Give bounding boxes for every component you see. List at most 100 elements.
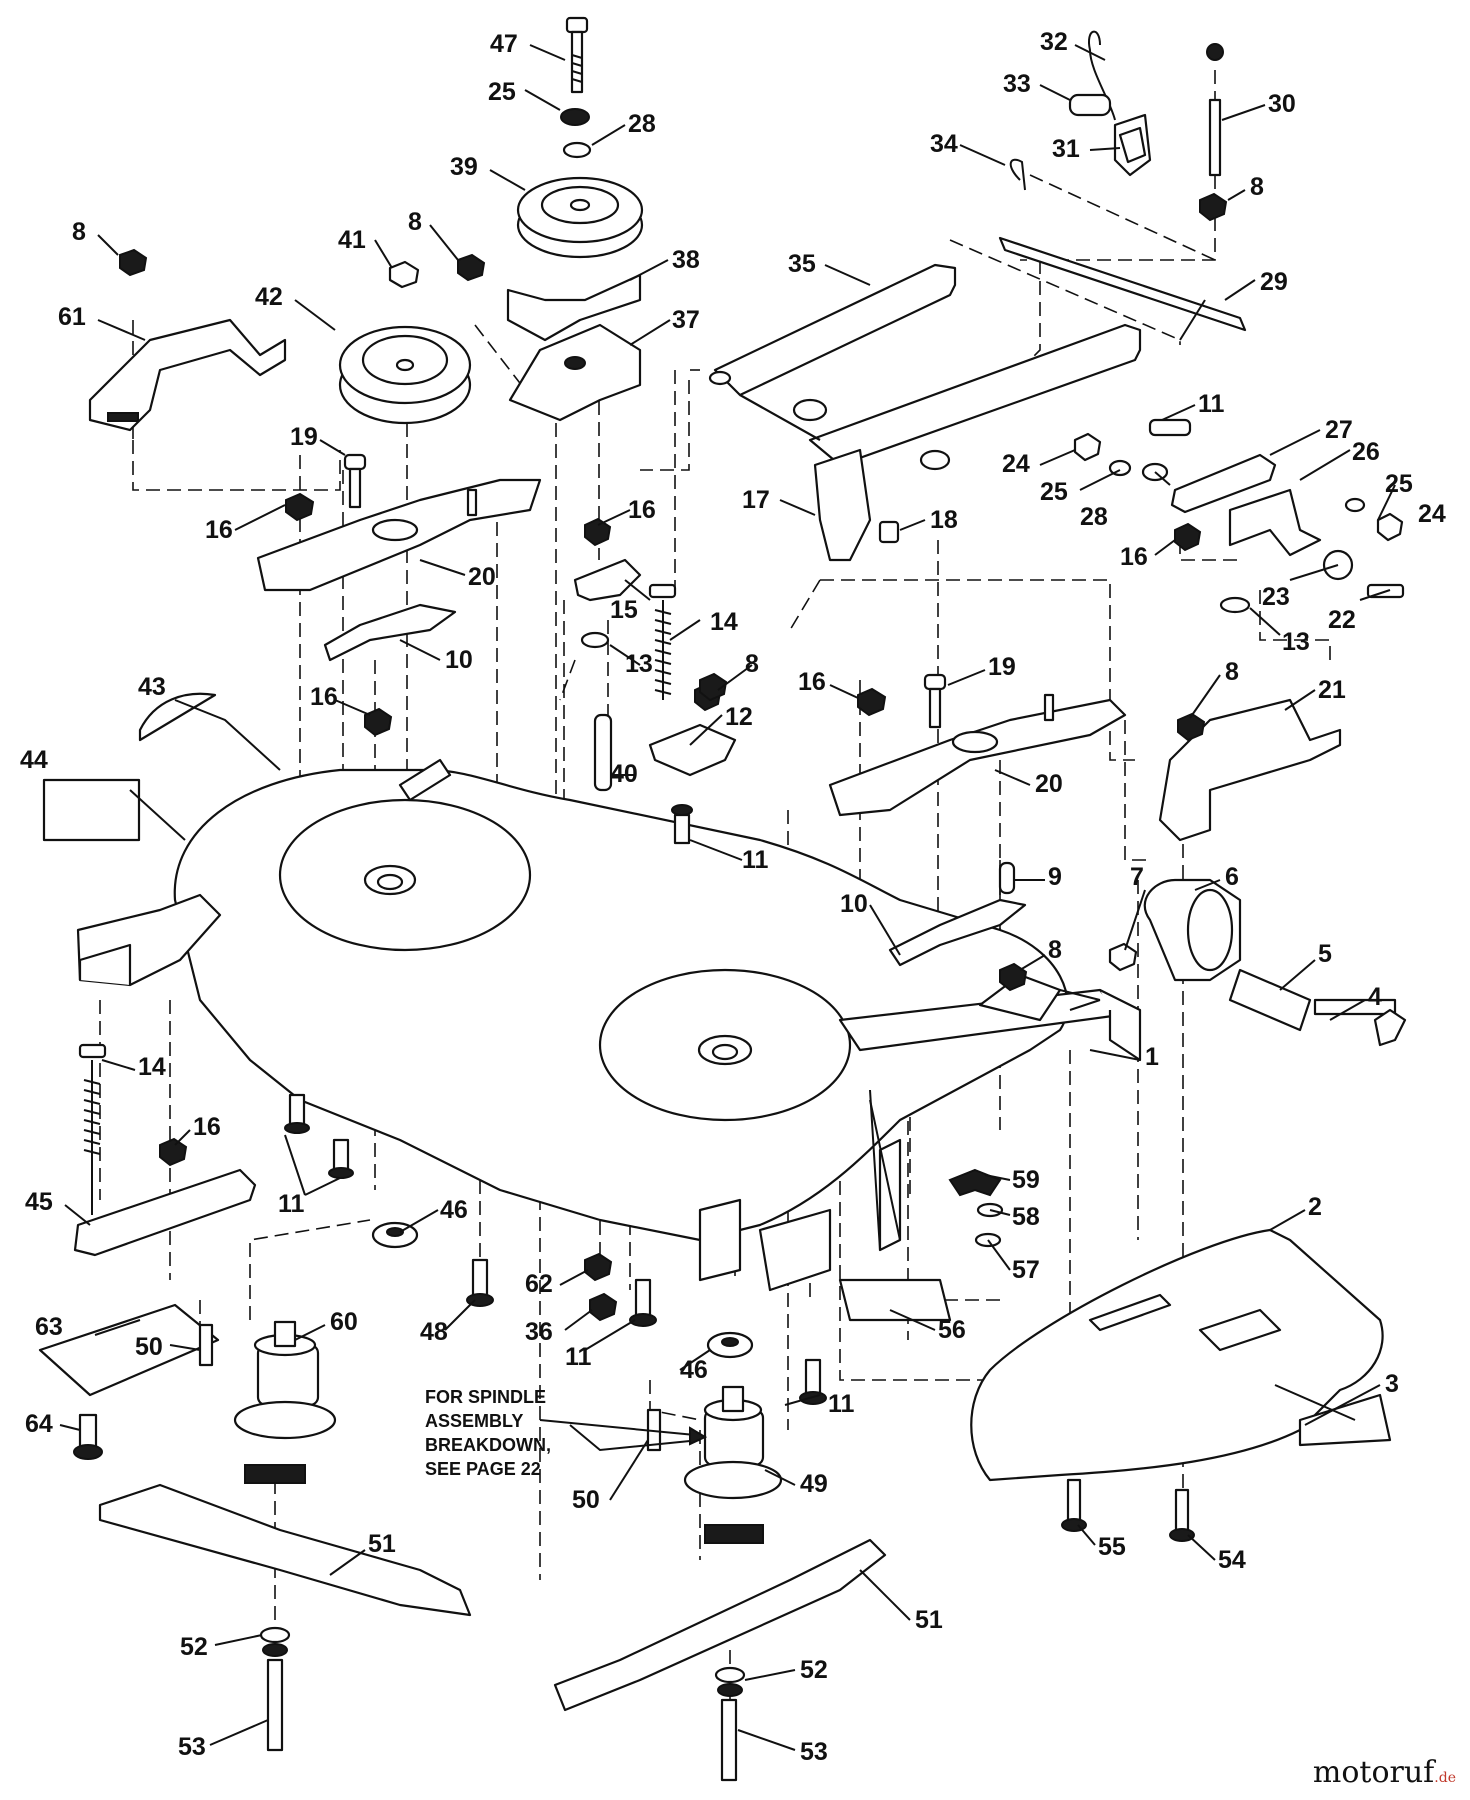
- bracket-15: [573, 517, 642, 602]
- callout-16: 16: [628, 496, 656, 524]
- callout-51: 51: [915, 1606, 943, 1634]
- linkage-35: [708, 263, 1142, 471]
- callout-leader-lines: [59, 44, 1396, 1751]
- callout-9: 9: [1048, 863, 1062, 891]
- callout-13: 13: [1282, 628, 1310, 656]
- callout-40: 40: [610, 760, 638, 788]
- callout-21: 21: [1318, 676, 1346, 704]
- callout-63: 63: [35, 1313, 63, 1341]
- bolt-19-left: [343, 453, 367, 509]
- callout-64: 64: [25, 1410, 53, 1438]
- callout-58: 58: [1012, 1203, 1040, 1231]
- watermark-logo: motoruf.de: [1313, 1755, 1456, 1790]
- callout-42: 42: [255, 283, 283, 311]
- blade-51-right: [553, 1538, 887, 1712]
- callout-7: 7: [1130, 863, 1144, 891]
- callout-20: 20: [1035, 770, 1063, 798]
- spring-14-left: [78, 1043, 107, 1215]
- callout-5: 5: [1318, 940, 1332, 968]
- callout-10: 10: [840, 890, 868, 918]
- note-line-2: ASSEMBLY: [425, 1411, 523, 1431]
- bolt-64: [73, 1413, 103, 1460]
- note-line-4: SEE PAGE 22: [425, 1459, 541, 1479]
- callout-62: 62: [525, 1270, 553, 1298]
- callout-14: 14: [710, 608, 738, 636]
- nuts-8-top: [119, 248, 486, 282]
- callout-8: 8: [72, 218, 86, 246]
- mounting-plate-20-right: [828, 693, 1127, 817]
- spring-rod-30: [1199, 43, 1228, 222]
- callout-8: 8: [1048, 936, 1062, 964]
- bolt-48: [466, 1258, 494, 1307]
- drive-pulley-42: [338, 325, 472, 425]
- callout-6: 6: [1225, 863, 1239, 891]
- callout-52: 52: [800, 1656, 828, 1684]
- blade-10-right: [888, 898, 1027, 967]
- callout-54: 54: [1218, 1546, 1246, 1574]
- callout-46: 46: [680, 1356, 708, 1384]
- washer-13-center: [580, 631, 610, 649]
- callout-33: 33: [1003, 70, 1031, 98]
- spindle-assembly-49: [683, 1385, 783, 1544]
- callout-61: 61: [58, 303, 86, 331]
- callout-35: 35: [788, 250, 816, 278]
- washers-52-bolts-53: [259, 1626, 746, 1782]
- bolts-50: [198, 1323, 662, 1452]
- callout-16: 16: [1120, 543, 1148, 571]
- callout-16: 16: [798, 668, 826, 696]
- callout-8: 8: [408, 208, 422, 236]
- callout-14: 14: [138, 1053, 166, 1081]
- callout-18: 18: [930, 506, 958, 534]
- watermark-name: motoruf: [1312, 1755, 1435, 1790]
- callout-47: 47: [490, 30, 518, 58]
- callout-46: 46: [440, 1196, 468, 1224]
- roller-6-assembly: [1108, 878, 1407, 1047]
- bracket-17: [813, 448, 872, 562]
- callout-39: 39: [450, 153, 478, 181]
- callout-37: 37: [672, 306, 700, 334]
- spring-14-center: [648, 583, 677, 700]
- bolt-19-right: [923, 673, 947, 729]
- callout-23: 23: [1262, 583, 1290, 611]
- callout-11: 11: [828, 1390, 855, 1418]
- hitch-pin-32-33-31: [1068, 30, 1152, 177]
- callout-38: 38: [672, 246, 700, 274]
- callout-36: 36: [525, 1318, 553, 1346]
- callout-11: 11: [742, 846, 769, 874]
- callout-19: 19: [290, 423, 318, 451]
- callout-1: 1: [1145, 1043, 1159, 1071]
- bracket-38-37: [506, 273, 642, 422]
- note-line-3: BREAKDOWN,: [425, 1435, 551, 1455]
- callout-8: 8: [1250, 173, 1264, 201]
- bracket-21: [1158, 698, 1342, 842]
- callout-20: 20: [468, 563, 496, 591]
- callout-44: 44: [20, 746, 48, 774]
- callout-24: 24: [1002, 450, 1030, 478]
- callout-15: 15: [610, 596, 638, 624]
- wing-nut-59-washers: [948, 1168, 1004, 1248]
- mounting-plate-20-left: [256, 478, 542, 592]
- bracket-45: [73, 1168, 257, 1257]
- callout-50: 50: [572, 1486, 600, 1514]
- washers-25-28: [560, 108, 592, 159]
- callout-12: 12: [725, 703, 753, 731]
- plate-63: [38, 1303, 220, 1397]
- callout-43: 43: [138, 673, 166, 701]
- callout-59: 59: [1012, 1166, 1040, 1194]
- callout-60: 60: [330, 1308, 358, 1336]
- bracket-61: [88, 318, 287, 432]
- callout-11: 11: [278, 1190, 305, 1218]
- callout-13: 13: [625, 650, 653, 678]
- callout-55: 55: [1098, 1533, 1126, 1561]
- callout-53: 53: [178, 1733, 206, 1761]
- nuts-62-36: [584, 1252, 618, 1322]
- callout-34: 34: [930, 130, 958, 158]
- callout-22: 22: [1328, 606, 1356, 634]
- callout-28: 28: [628, 110, 656, 138]
- callout-11: 11: [565, 1343, 592, 1371]
- callout-32: 32: [1040, 28, 1068, 56]
- blade-10-left: [323, 603, 457, 662]
- callout-26: 26: [1352, 438, 1380, 466]
- note-line-1: FOR SPINDLE: [425, 1387, 546, 1407]
- mower-deck-housing: [76, 758, 1142, 1292]
